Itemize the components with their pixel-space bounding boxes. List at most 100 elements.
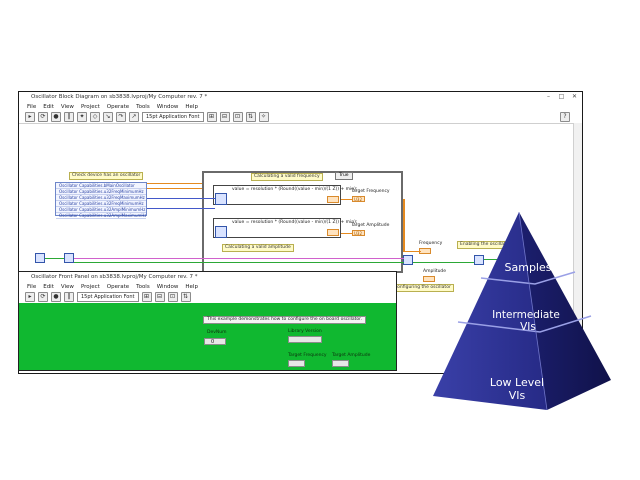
menu-window[interactable]: Window bbox=[156, 104, 179, 110]
devnum-value: 0 bbox=[211, 339, 215, 345]
target-amplitude-indicator bbox=[332, 360, 349, 367]
formula-text: value = resolution * (Round((value - min… bbox=[232, 187, 358, 192]
align-icon[interactable]: ⊞ bbox=[141, 292, 152, 302]
calc-amplitude-label: Calculating a valid amplitude bbox=[222, 244, 294, 252]
case-selector[interactable]: True bbox=[335, 172, 353, 180]
target-frequency-indicator bbox=[288, 360, 305, 367]
run-continuous-icon[interactable]: ⟳ bbox=[38, 112, 48, 122]
menu-tools[interactable]: Tools bbox=[136, 104, 150, 110]
wire bbox=[74, 262, 404, 263]
block-diagram-menubar: File Edit View Project Operate Tools Win… bbox=[19, 103, 582, 111]
abort-icon[interactable]: ● bbox=[51, 292, 61, 302]
pyramid-edge bbox=[518, 212, 548, 411]
step-into-icon[interactable]: ↘ bbox=[103, 112, 113, 122]
wire bbox=[74, 258, 404, 259]
menu-help[interactable]: Help bbox=[185, 104, 198, 110]
vertical-scrollbar[interactable] bbox=[573, 123, 582, 373]
formula-node-amplitude[interactable]: value = resolution * (Round((value - min… bbox=[213, 218, 357, 238]
front-panel-title: Oscillator Front Panel on sb3838.lvproj/… bbox=[31, 274, 198, 280]
calc-frequency-label: Calculating a valid frequency bbox=[251, 173, 323, 181]
context-help-icon[interactable]: ? bbox=[560, 112, 570, 122]
pause-icon[interactable]: ‖ bbox=[64, 112, 74, 122]
formula-node-frequency[interactable]: value = resolution * (Round((value - min… bbox=[213, 185, 357, 205]
pause-icon[interactable]: ‖ bbox=[64, 292, 74, 302]
wire bbox=[147, 198, 215, 199]
distribute-icon[interactable]: ⊟ bbox=[219, 112, 230, 122]
menu-operate[interactable]: Operate bbox=[106, 104, 130, 110]
run-arrow-icon[interactable]: ▸ bbox=[25, 292, 35, 302]
menu-view[interactable]: View bbox=[60, 284, 74, 290]
align-icon[interactable]: ⊞ bbox=[206, 112, 217, 122]
menu-view[interactable]: View bbox=[60, 104, 74, 110]
menu-operate[interactable]: Operate bbox=[106, 284, 130, 290]
menu-edit[interactable]: Edit bbox=[43, 104, 54, 110]
block-diagram-title: Oscillator Block Diagram on sb3838.lvpro… bbox=[31, 94, 208, 100]
tier-divider bbox=[480, 271, 576, 285]
font-selector[interactable]: 15pt Application Font bbox=[142, 112, 204, 122]
target-frequency-label: Target Frequency bbox=[288, 353, 327, 358]
front-panel-titlebar: Oscillator Front Panel on sb3838.lvproj/… bbox=[19, 272, 396, 283]
menu-project[interactable]: Project bbox=[80, 104, 100, 110]
menu-tools[interactable]: Tools bbox=[136, 284, 150, 290]
cleanup-icon[interactable]: ✧ bbox=[258, 112, 269, 122]
amplitude-label: Amplitude bbox=[423, 269, 447, 274]
bundle-item: Oscillator Capabilities.u32FreqMaximumHz bbox=[56, 195, 146, 201]
frequency-label: Frequency bbox=[419, 241, 443, 246]
menu-file[interactable]: File bbox=[27, 104, 37, 110]
run-arrow-icon[interactable]: ▸ bbox=[25, 112, 35, 122]
step-out-icon[interactable]: ↗ bbox=[129, 112, 139, 122]
resize-icon[interactable]: ⊡ bbox=[167, 292, 178, 302]
tier-divider bbox=[457, 315, 592, 333]
font-selector[interactable]: 15pt Application Font bbox=[77, 292, 139, 302]
target-frequency-indicator[interactable]: U32 bbox=[352, 196, 365, 202]
wire bbox=[147, 183, 202, 184]
front-panel-canvas: This example demonstrates how to configu… bbox=[19, 303, 396, 370]
pyramid-side-face bbox=[519, 212, 611, 410]
target-amplitude-label: Target Amplitude bbox=[351, 223, 390, 228]
menu-edit[interactable]: Edit bbox=[43, 284, 54, 290]
wire bbox=[147, 188, 202, 189]
subvi-icon[interactable] bbox=[474, 255, 484, 265]
wire bbox=[147, 208, 215, 209]
reorder-icon[interactable]: ⇅ bbox=[245, 112, 256, 122]
subvi-icon[interactable] bbox=[403, 255, 413, 265]
devnum-control[interactable]: 0 bbox=[204, 338, 226, 345]
menu-project[interactable]: Project bbox=[80, 284, 100, 290]
run-continuous-icon[interactable]: ⟳ bbox=[38, 292, 48, 302]
resize-icon[interactable]: ⊡ bbox=[232, 112, 243, 122]
pyramid-top-label: Samples bbox=[505, 261, 552, 274]
devnum-label: DevNum bbox=[207, 330, 227, 335]
unbundle-node[interactable]: Oscillator Capabilities.bMainOscillator … bbox=[55, 182, 147, 219]
maximize-icon[interactable]: □ bbox=[558, 93, 565, 100]
coerce-node bbox=[327, 229, 339, 236]
step-over-icon[interactable]: ↷ bbox=[116, 112, 126, 122]
retain-wire-icon[interactable]: ◇ bbox=[90, 112, 100, 122]
pyramid-front-face bbox=[433, 212, 547, 410]
formula-text: value = resolution * (Round((value - min… bbox=[232, 220, 358, 225]
minimize-icon[interactable]: – bbox=[547, 93, 550, 100]
subvi-icon[interactable] bbox=[64, 253, 74, 263]
distribute-icon[interactable]: ⊟ bbox=[154, 292, 165, 302]
target-frequency-label: Target Frequency bbox=[351, 189, 390, 194]
menu-file[interactable]: File bbox=[27, 284, 37, 290]
menu-help[interactable]: Help bbox=[185, 284, 198, 290]
menu-window[interactable]: Window bbox=[156, 284, 179, 290]
abort-icon[interactable]: ● bbox=[51, 112, 61, 122]
front-panel-menubar: File Edit View Project Operate Tools Win… bbox=[19, 283, 396, 291]
target-amplitude-indicator[interactable]: U32 bbox=[352, 230, 365, 236]
wire bbox=[341, 233, 353, 234]
close-icon[interactable]: ✕ bbox=[571, 93, 578, 100]
library-version-indicator bbox=[288, 336, 322, 343]
subvi-icon[interactable] bbox=[35, 253, 45, 263]
highlight-execution-icon[interactable]: ✦ bbox=[77, 112, 87, 122]
reorder-icon[interactable]: ⇅ bbox=[180, 292, 191, 302]
amplitude-terminal[interactable] bbox=[423, 276, 435, 282]
pyramid-bottom-label: Low Level bbox=[490, 376, 544, 389]
front-panel-toolbar: ▸ ⟳ ● ‖ 15pt Application Font ⊞ ⊟ ⊡ ⇅ bbox=[19, 291, 396, 304]
bundle-item: Oscillator Capabilities.u32AmplMaximumHz bbox=[56, 213, 146, 219]
bundle-item: Oscillator Capabilities.u32AmplMinimumHz bbox=[56, 207, 146, 213]
bundle-item: Oscillator Capabilities.u32FreqMinimumHz bbox=[56, 189, 146, 195]
target-amplitude-label: Target Amplitude bbox=[332, 353, 371, 358]
block-diagram-toolbar: ▸ ⟳ ● ‖ ✦ ◇ ↘ ↷ ↗ 15pt Application Font … bbox=[19, 111, 582, 124]
bundle-item: Oscillator Capabilities.bMainOscillator bbox=[56, 183, 146, 189]
